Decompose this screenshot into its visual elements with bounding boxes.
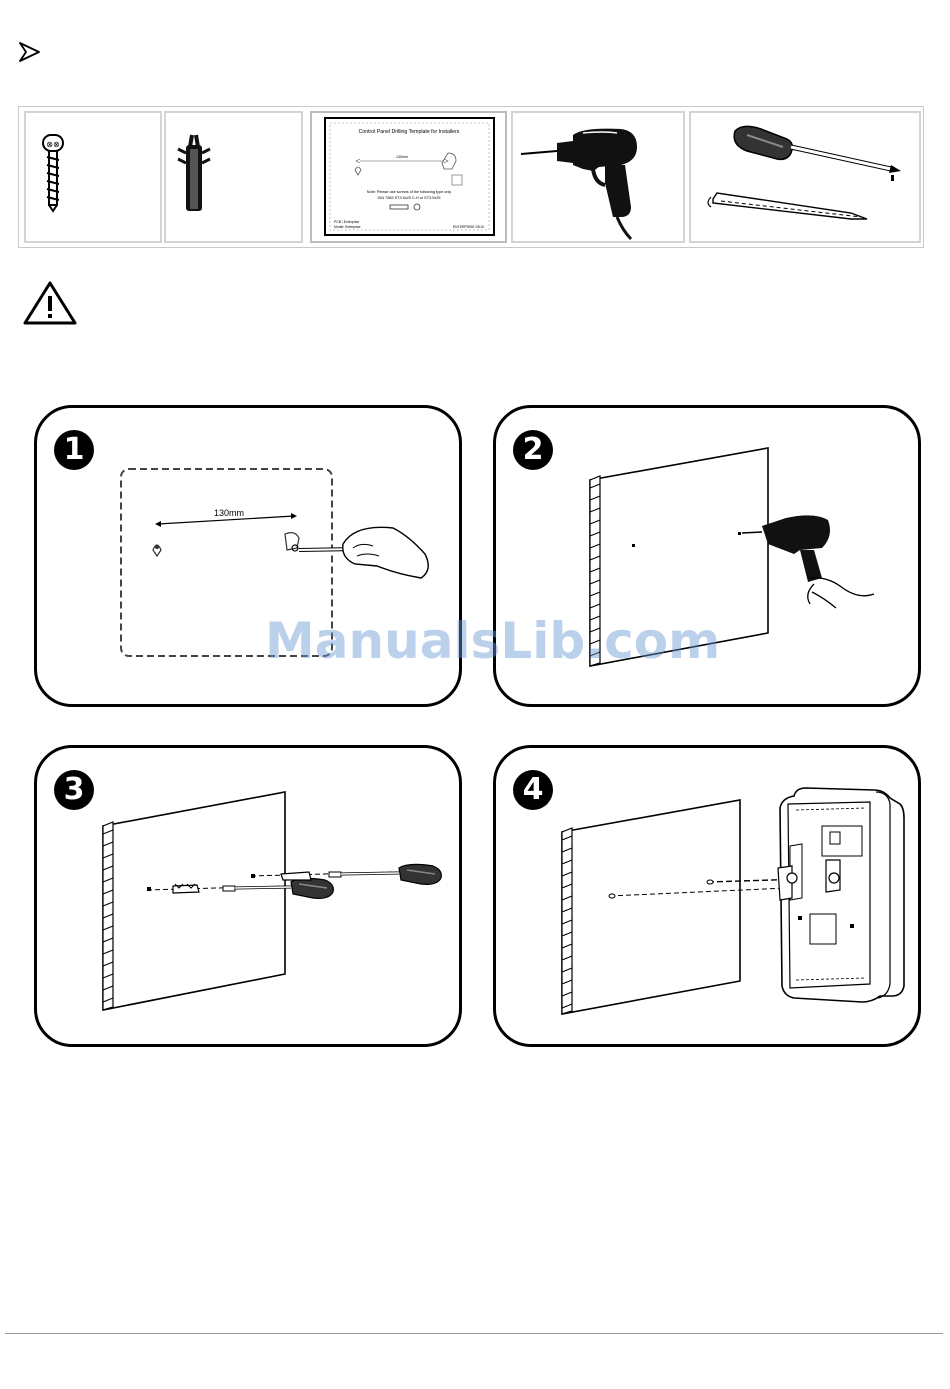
warning-triangle-icon [22,280,78,326]
screwdrivers-cell [689,111,921,243]
template-footer-left-2: Model: Enterprise [334,225,361,229]
wall-plug-cell [164,111,303,243]
watermark: ManualsLib.com [265,612,705,672]
svg-text:⊗⊗: ⊗⊗ [46,140,59,149]
step-4-panel: 4 [493,745,921,1047]
wall-plug-icon [166,113,301,241]
screw-cell: ⊗⊗ [24,111,162,243]
step-3-illustration [37,748,459,1044]
drill-cell [511,111,685,243]
screw-icon: ⊗⊗ [26,113,160,241]
step-3-panel: 3 [34,745,462,1047]
template-footer-right: ENTERPRISE 03/10 [453,225,484,229]
footer-divider [5,1333,943,1334]
step-1-measure: 130mm [214,508,244,518]
arrowhead-bullet-icon [18,40,42,64]
template-note-line1: Note: Please use screws of the following… [367,190,452,194]
template-measure: 130mm [396,155,408,159]
template-note-line2: DIN 7982 ST3.5x25 C-H or ST3.5x25 [378,196,441,200]
template-title: Control Panel Drilling Template for Inst… [359,129,460,135]
drilling-template-cell: Control Panel Drilling Template for Inst… [310,111,507,243]
drilling-template-icon: Control Panel Drilling Template for Inst… [312,113,505,241]
tools-required-strip: ⊗⊗ Control Panel Drilling Template for I… [18,106,924,248]
screwdrivers-icon [691,113,919,241]
step-4-illustration [496,748,918,1044]
power-drill-icon [513,113,683,241]
template-footer-left-1: PCB / Enterprise [334,220,359,224]
